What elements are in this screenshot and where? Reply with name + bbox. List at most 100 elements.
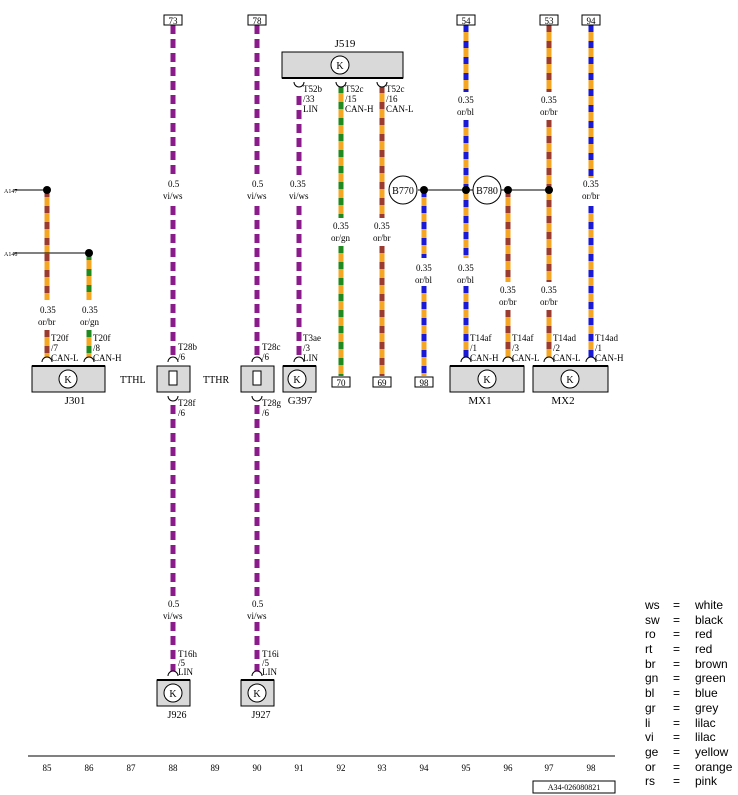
wire-color: or/br bbox=[582, 191, 600, 201]
pin-signal: CAN-H bbox=[93, 353, 122, 363]
legend-code: vi bbox=[645, 730, 654, 745]
legend-equals: = bbox=[673, 598, 681, 612]
svg-text:K: K bbox=[483, 375, 491, 386]
component-label: G397 bbox=[288, 395, 313, 407]
pin-bump bbox=[167, 356, 179, 363]
pin-id: T14af bbox=[470, 333, 492, 343]
junction-node bbox=[85, 249, 93, 257]
legend-row: gn=green bbox=[645, 671, 737, 686]
wire-size: 0.35 bbox=[290, 179, 306, 189]
pin-id: T16h bbox=[178, 649, 197, 659]
junction-node bbox=[462, 186, 470, 194]
connector-tthr: TTHR bbox=[203, 365, 275, 393]
grid-number: 87 bbox=[127, 763, 137, 773]
ref-number: 73 bbox=[169, 16, 179, 26]
connector-icon bbox=[168, 370, 178, 386]
svg-text:K: K bbox=[253, 689, 261, 700]
wire-color: or/gn bbox=[80, 317, 99, 327]
pin-id: T28f bbox=[178, 398, 196, 408]
component-label: J301 bbox=[65, 395, 86, 407]
pin-signal: CAN-L bbox=[512, 353, 540, 363]
ground-label: A147 bbox=[4, 189, 17, 195]
control-unit-icon bbox=[477, 369, 497, 389]
pin-bump bbox=[335, 81, 347, 88]
pin-signal: CAN-H bbox=[595, 353, 624, 363]
pin-bump bbox=[83, 356, 95, 363]
legend-equals: = bbox=[673, 744, 681, 759]
wire-color: or/gn bbox=[331, 233, 350, 243]
pin-signal: LIN bbox=[178, 667, 193, 677]
wire-size: 0.35 bbox=[40, 305, 56, 315]
wire-color: vi/ws bbox=[289, 191, 309, 201]
legend-code: gr bbox=[645, 700, 656, 715]
pin-id: T14ad bbox=[553, 333, 576, 343]
grid-number: 86 bbox=[85, 763, 95, 773]
legend-row: gr=grey bbox=[645, 701, 737, 716]
pin-number: /2 bbox=[553, 343, 560, 353]
legend-code: bl bbox=[645, 686, 655, 701]
wire-color: or/bl bbox=[457, 275, 474, 285]
legend-row: br=brown bbox=[645, 657, 737, 672]
pin-signal: CAN-L bbox=[51, 353, 79, 363]
legend-name: black bbox=[695, 612, 724, 627]
pin-number: /3 bbox=[512, 343, 520, 353]
pin-id: T3ae bbox=[303, 333, 321, 343]
pin-number: /16 bbox=[386, 94, 398, 104]
legend-row: ro=red bbox=[645, 627, 737, 642]
component-g397: K G397 bbox=[282, 365, 317, 407]
wire-size: 0.35 bbox=[82, 305, 98, 315]
pin-bump bbox=[376, 81, 388, 88]
pin-bump bbox=[293, 81, 305, 88]
wire-color: vi/ws bbox=[163, 611, 183, 621]
wires bbox=[14, 25, 594, 672]
wire-color: or/bl bbox=[457, 107, 474, 117]
connector-icon bbox=[252, 370, 262, 386]
pin-number: /7 bbox=[51, 343, 59, 353]
bottom-refs: 70 69 98 bbox=[331, 376, 434, 388]
grid-number: 85 bbox=[43, 763, 53, 773]
pin-bump bbox=[167, 670, 179, 677]
control-unit-icon bbox=[560, 369, 580, 389]
legend-name: orange bbox=[695, 759, 733, 774]
pin-number: /5 bbox=[262, 658, 270, 668]
pin-signal: LIN bbox=[303, 104, 318, 114]
wire-size: 0.5 bbox=[168, 599, 180, 609]
grid-number: 97 bbox=[545, 763, 555, 773]
grid-number: 91 bbox=[295, 763, 304, 773]
junction-node bbox=[43, 186, 51, 194]
control-unit-icon bbox=[330, 55, 350, 75]
wire-size: 0.5 bbox=[252, 599, 264, 609]
connector-tthl: TTHL bbox=[120, 365, 191, 393]
wire-color: or/br bbox=[499, 297, 517, 307]
component-j519: J519 K bbox=[281, 38, 404, 79]
pin-id: T28c bbox=[262, 342, 281, 352]
legend-equals: = bbox=[673, 642, 681, 657]
pin-signal: LIN bbox=[262, 667, 277, 677]
ref-number: 54 bbox=[462, 16, 472, 26]
pin-bumps bbox=[41, 81, 597, 677]
legend-name: green bbox=[695, 671, 726, 686]
wire-color: or/br bbox=[38, 317, 56, 327]
legend-name: lilac bbox=[695, 715, 716, 730]
pin-bump bbox=[251, 395, 263, 402]
legend-code: rs bbox=[645, 774, 655, 789]
pin-number: /6 bbox=[178, 408, 186, 418]
wire-size: 0.5 bbox=[252, 179, 264, 189]
pin-bump bbox=[293, 356, 305, 363]
control-unit-icon bbox=[163, 683, 183, 703]
svg-text:K: K bbox=[293, 375, 301, 386]
legend-code: rt bbox=[645, 642, 653, 657]
wire-color: vi/ws bbox=[163, 191, 183, 201]
control-unit-icon bbox=[287, 369, 307, 389]
top-refs: 73 78 54 53 94 bbox=[163, 14, 601, 26]
legend-name: pink bbox=[695, 774, 718, 789]
pin-number: /1 bbox=[470, 343, 477, 353]
pin-number: /6 bbox=[262, 352, 270, 362]
component-mx2: K MX2 bbox=[532, 365, 609, 407]
legend-equals: = bbox=[673, 700, 681, 715]
wire-color: vi/ws bbox=[247, 611, 267, 621]
ref-number: 98 bbox=[420, 378, 430, 388]
ground-label: A146 bbox=[4, 252, 17, 258]
legend-equals: = bbox=[673, 715, 681, 730]
legend-code: or bbox=[645, 759, 656, 774]
